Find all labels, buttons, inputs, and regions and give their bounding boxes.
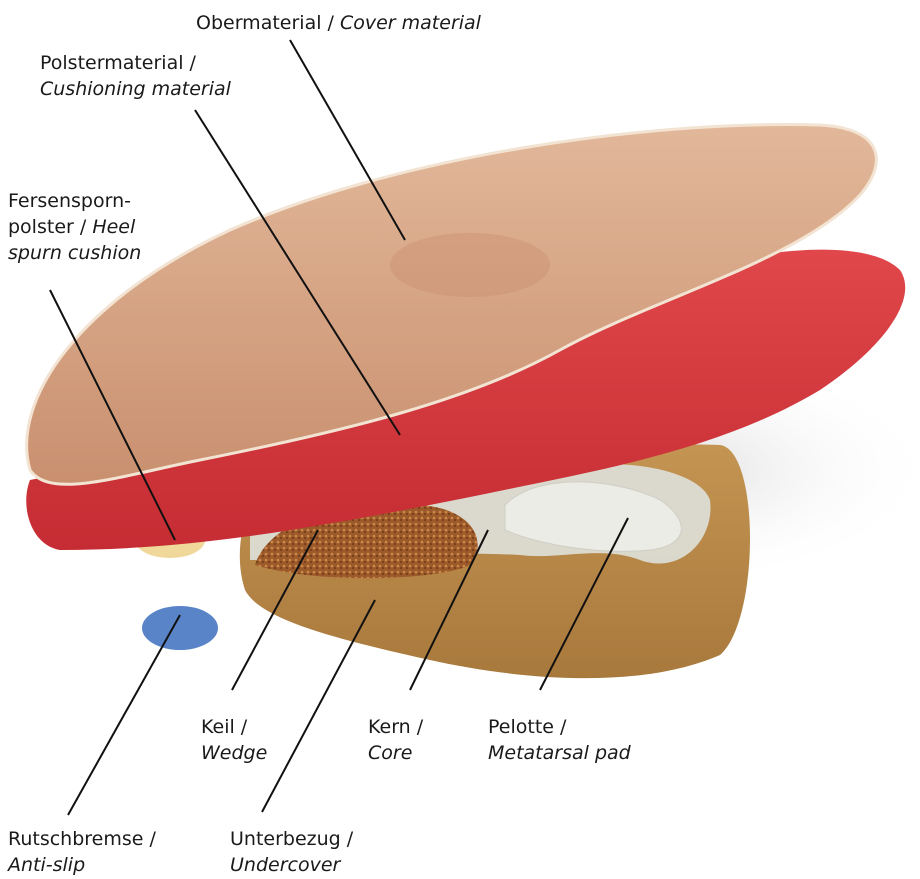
label-cover: Obermaterial / Cover material [196, 10, 481, 36]
label-wedge: Keil / Wedge [201, 714, 267, 766]
label-pelotte: Pelotte / Metatarsal pad [488, 714, 631, 766]
label-cushioning-de: Polstermaterial / [40, 50, 231, 76]
cover-arch-bump [390, 233, 550, 297]
label-cover-de: Obermaterial / [196, 12, 334, 34]
label-heel: Fersensporn- polster / Heel spurn cushio… [8, 188, 141, 266]
label-undercover-en: Undercover [230, 852, 353, 878]
label-pelotte-de: Pelotte / [488, 714, 631, 740]
leader-undercover [262, 600, 375, 812]
label-undercover-de: Unterbezug / [230, 826, 353, 852]
label-wedge-en: Wedge [201, 740, 267, 766]
label-cushioning: Polstermaterial / Cushioning material [40, 50, 231, 102]
label-heel-de1: Fersensporn- [8, 188, 141, 214]
label-antislip-de: Rutschbremse / [8, 826, 156, 852]
label-antislip: Rutschbremse / Anti-slip [8, 826, 156, 878]
label-heel-en2: spurn cushion [8, 240, 141, 266]
label-antislip-en: Anti-slip [8, 852, 156, 878]
label-cover-en: Cover material [340, 12, 481, 34]
label-core: Kern / Core [368, 714, 423, 766]
label-cushioning-en: Cushioning material [40, 76, 231, 102]
label-core-de: Kern / [368, 714, 423, 740]
label-wedge-de: Keil / [201, 714, 267, 740]
leader-antislip [68, 615, 180, 815]
label-core-en: Core [368, 740, 423, 766]
label-heel-en1: Heel [92, 216, 135, 238]
label-undercover: Unterbezug / Undercover [230, 826, 353, 878]
label-pelotte-en: Metatarsal pad [488, 740, 631, 766]
antislip-shape [142, 606, 218, 650]
label-heel-de2: polster / [8, 216, 86, 238]
